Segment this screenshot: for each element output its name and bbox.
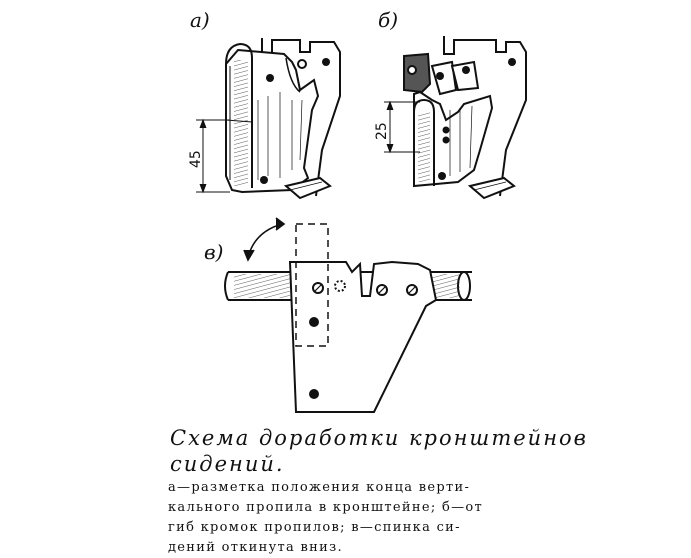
caption-line-3: гиб кромок пропилов; в—спинка си- [168, 520, 461, 535]
dimension-a [196, 118, 230, 194]
figure-caption: а—разметка положения конца верти- кально… [168, 478, 638, 558]
figure-title: Схема доработки кронштейнов сидений. [170, 425, 610, 477]
dimension-a-value: 45 [188, 150, 204, 168]
panel-b-label: б) [378, 8, 399, 32]
caption-line-2: кального пропила в кронштейне; б—от [168, 500, 483, 515]
panel-a-drawing [225, 38, 341, 200]
rotation-arrow [243, 217, 286, 262]
figure-title-line-2: сидений. [170, 452, 285, 476]
panel-c-label: в) [204, 240, 224, 264]
dimension-b [384, 100, 420, 154]
panel-c-drawing [224, 223, 472, 413]
figure-title-line-1: Схема доработки кронштейнов [170, 426, 588, 450]
panel-a-label: а) [190, 8, 210, 32]
dimension-b-value: 25 [374, 122, 390, 140]
caption-line-1: а—разметка положения конца верти- [168, 480, 471, 495]
caption-line-4: дений откинута вниз. [168, 540, 343, 555]
panel-b-drawing [403, 36, 527, 200]
